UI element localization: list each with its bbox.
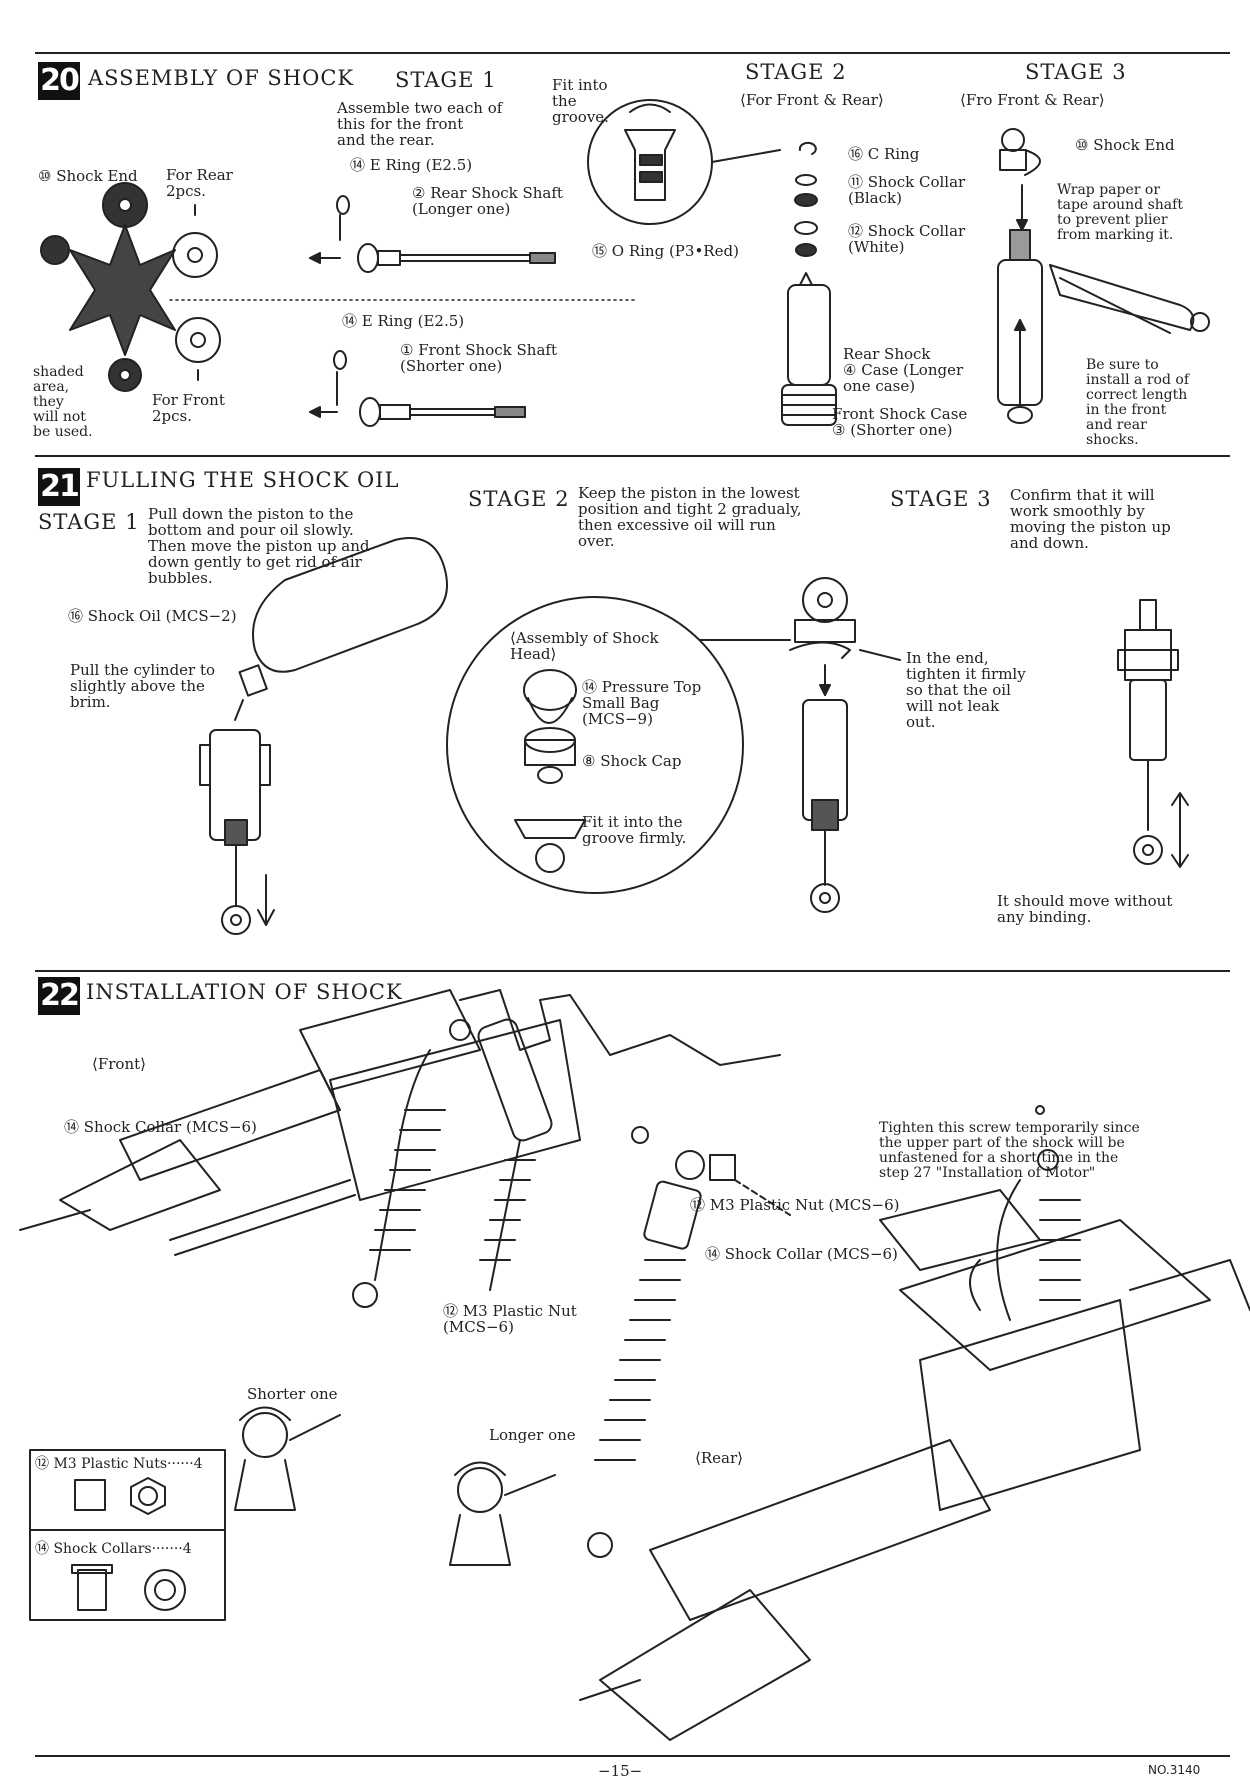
s22-nut-front: ⑫ M3 Plastic Nut (MCS−6)	[443, 1302, 577, 1336]
s21-no-binding: It should move without any binding.	[997, 892, 1173, 926]
s21-fit-groove: Fit it into the groove firmly.	[582, 813, 687, 847]
s22-longer-one: Longer one	[489, 1426, 576, 1444]
s20-rear-shaft: ② Rear Shock Shaft (Longer one)	[412, 184, 563, 218]
s20-for-front: For Front 2pcs.	[152, 391, 225, 425]
s21-stage1: STAGE 1	[38, 510, 140, 534]
s21-pull-cylinder: Pull the cylinder to slightly above the …	[70, 661, 216, 711]
stage1-oil-shock	[199, 729, 275, 935]
s21-stage2-text: Keep the piston in the lowest position a…	[578, 484, 802, 550]
stage3-shock-drawing	[997, 128, 1210, 424]
rear-chassis-drawing	[579, 1105, 1250, 1741]
section-title-20: ASSEMBLY OF SHOCK	[88, 66, 355, 90]
rule-20-21	[35, 455, 1230, 457]
s20-o-ring: ⑮ O Ring (P3•Red)	[592, 242, 739, 260]
s20-e-ring-2: ⑭ E Ring (E2.5)	[342, 312, 465, 330]
s20-shaded-note: shaded area, they will not be used.	[33, 364, 93, 440]
rear-shock-drawing	[587, 1126, 791, 1558]
page-number: −15−	[598, 1762, 643, 1780]
front-shaft-drawing	[309, 350, 526, 427]
section-number-21: 21	[38, 468, 80, 506]
top-rule	[35, 52, 1230, 54]
s22-collar-rear: ⑭ Shock Collar (MCS−6)	[705, 1245, 898, 1263]
s21-stage3-text: Confirm that it will work smoothly by mo…	[1010, 486, 1171, 552]
s21-in-the-end: In the end, tighten it firmly so that th…	[906, 649, 1026, 731]
s20-stage2-sub: ⟨For Front & Rear⟩	[740, 91, 884, 109]
s22-parts-collars: ⑭ Shock Collars·······4	[35, 1541, 192, 1557]
shock-head-detail-circle	[446, 596, 791, 894]
s22-parts-nuts: ⑫ M3 Plastic Nuts······4	[35, 1456, 203, 1472]
s20-c-ring: ⑯ C Ring	[848, 145, 920, 163]
section-number-22: 22	[38, 977, 80, 1015]
s22-nut-rear: ⑫ M3 Plastic Nut (MCS−6)	[690, 1196, 900, 1214]
s21-shock-cap: ⑧ Shock Cap	[582, 752, 682, 770]
s20-shock-end-3: ⑩ Shock End	[1075, 136, 1175, 154]
s22-shorter-one: Shorter one	[247, 1385, 338, 1403]
s22-collar-front: ⑭ Shock Collar (MCS−6)	[64, 1118, 257, 1136]
s20-fit-groove: Fit into the groove.	[552, 76, 609, 126]
s20-front-case: Front Shock Case ③ (Shorter one)	[832, 405, 968, 439]
front-chassis-drawing	[19, 989, 781, 1308]
rear-shaft-drawing	[309, 195, 556, 273]
s20-shock-end: ⑩ Shock End	[38, 167, 138, 185]
s22-rear-label: ⟨Rear⟩	[695, 1449, 743, 1467]
bottom-rule	[35, 1755, 1230, 1757]
s20-collar-black: ⑪ Shock Collar (Black)	[848, 173, 966, 207]
s20-e-ring-1: ⑭ E Ring (E2.5)	[350, 156, 473, 174]
shock-end-sprue	[40, 182, 221, 392]
s20-stage3-sub: ⟨Fro Front & Rear⟩	[960, 91, 1105, 109]
oil-bottle-drawing	[234, 537, 448, 721]
s20-be-sure: Be sure to install a rod of correct leng…	[1086, 357, 1189, 448]
s20-stage2: STAGE 2	[745, 60, 847, 84]
s22-front-label: ⟨Front⟩	[92, 1055, 147, 1073]
stage2-oil-shock	[789, 577, 901, 913]
s20-stage1: STAGE 1	[395, 68, 497, 92]
s21-stage3: STAGE 3	[890, 487, 992, 511]
mascot-drawing-rear	[449, 1461, 556, 1566]
mascot-drawing-front	[234, 1406, 341, 1511]
s20-front-shaft: ① Front Shock Shaft (Shorter one)	[400, 341, 557, 375]
s20-rear-case: Rear Shock ④ Case (Longer one case)	[843, 345, 964, 395]
section-number-20: 20	[38, 62, 80, 100]
section-title-22: INSTALLATION OF SHOCK	[86, 980, 403, 1004]
s20-wrap-note: Wrap paper or tape around shaft to preve…	[1057, 182, 1183, 243]
s20-stage3: STAGE 3	[1025, 60, 1127, 84]
s21-stage2: STAGE 2	[468, 487, 570, 511]
s21-stage1-text: Pull down the piston to the bottom and p…	[148, 505, 370, 587]
document-code: NO.3140	[1148, 1763, 1201, 1777]
parts-box	[29, 1449, 226, 1621]
s21-shock-oil: ⑯ Shock Oil (MCS−2)	[68, 607, 237, 625]
stage3-oil-shock	[1117, 599, 1189, 868]
stage2-parts-stack	[781, 141, 837, 426]
s21-pressure-top: ⑭ Pressure Top Small Bag (MCS−9)	[582, 678, 702, 728]
s22-tighten-note: Tighten this screw temporarily since the…	[879, 1120, 1140, 1181]
s20-assemble-note: Assemble two each of this for the front …	[337, 99, 503, 149]
s21-assembly-head: ⟨Assembly of Shock Head⟩	[510, 629, 659, 663]
section-title-21: FULLING THE SHOCK OIL	[86, 468, 400, 492]
rule-21-22	[35, 970, 1230, 972]
stage2-detail-circle	[587, 99, 781, 225]
s20-collar-white: ⑫ Shock Collar (White)	[848, 222, 966, 256]
s20-for-rear: For Rear 2pcs.	[166, 166, 233, 200]
